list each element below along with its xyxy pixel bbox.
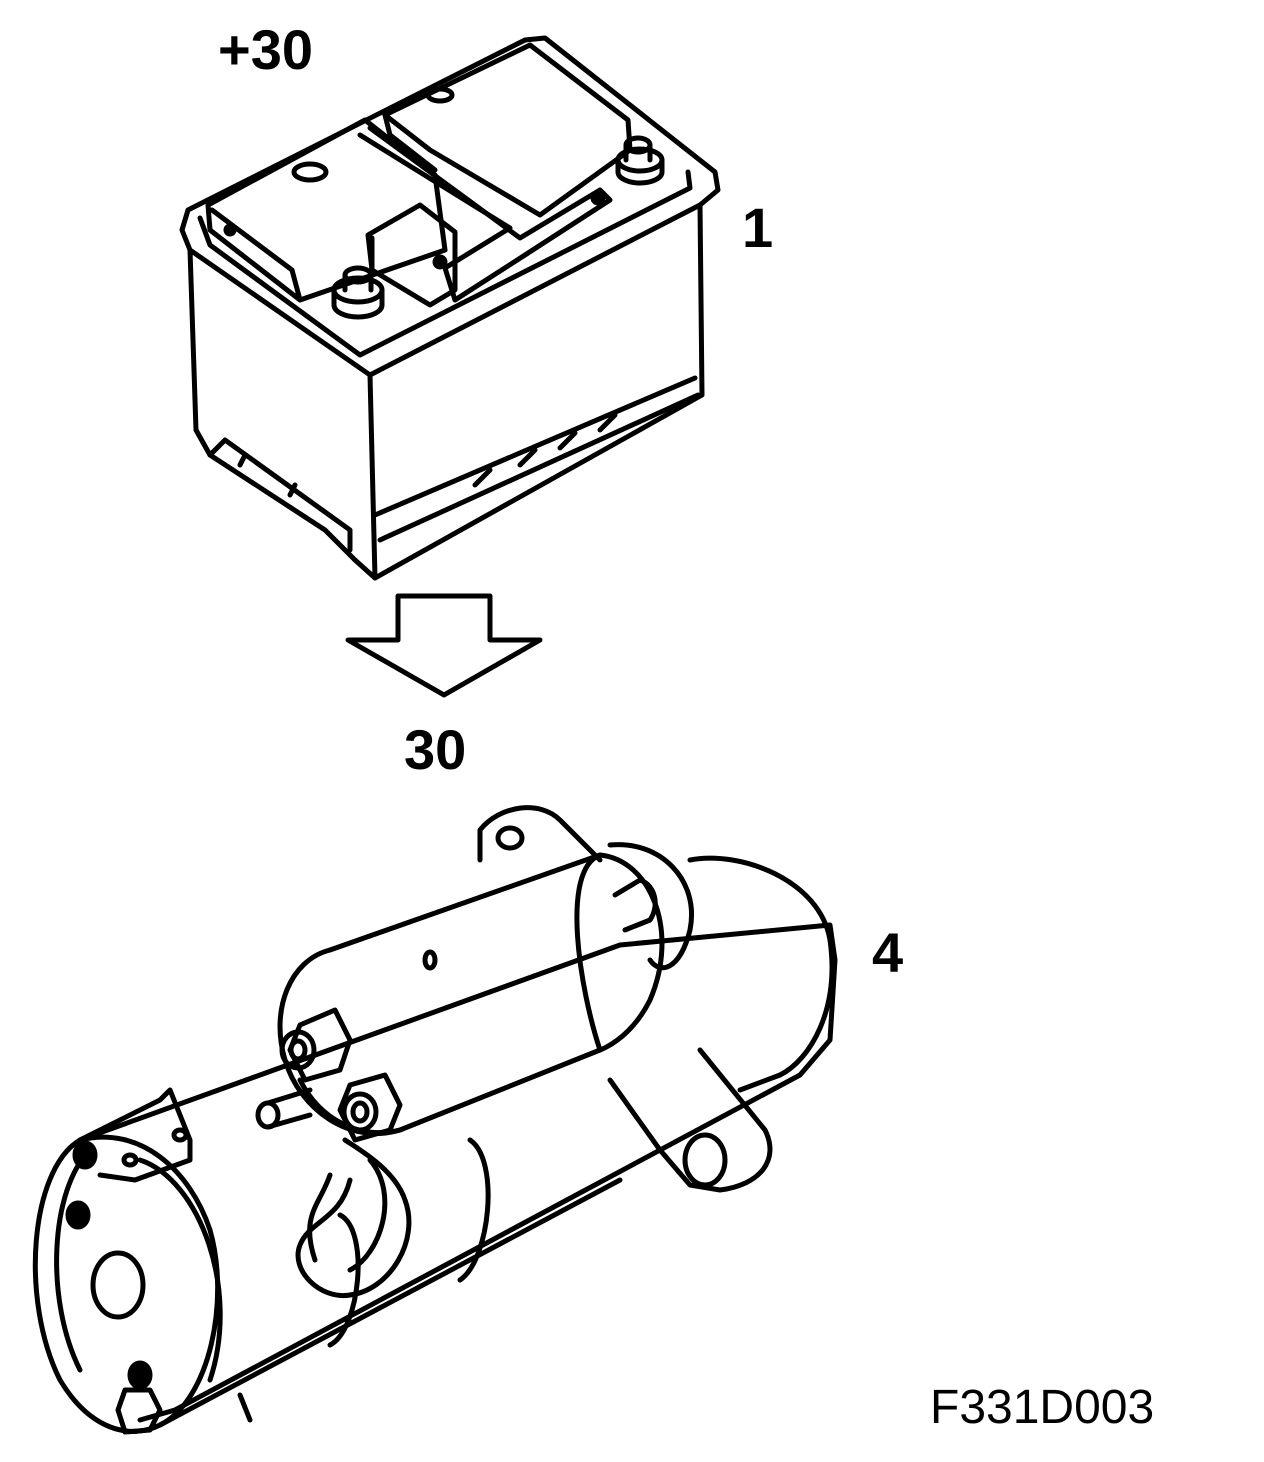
battery-illustration [179, 35, 721, 581]
starter-drive-housing [687, 855, 835, 1078]
battery-lid-rim [197, 169, 693, 358]
starter-terminal-30 [279, 1007, 353, 1083]
figure-code-label: F331D003 [930, 1381, 1155, 1434]
battery-number-label: 1 [742, 196, 774, 259]
starter-terminal-50 [337, 1072, 403, 1143]
starter-end-bolt [65, 1140, 163, 1435]
battery-top-panel-left [205, 117, 448, 303]
starter-motor-illustration [32, 805, 838, 1435]
starter-field-cable [295, 1137, 412, 1298]
battery-lid-front-edge [187, 202, 703, 378]
starter-motor-body [77, 922, 838, 1423]
battery-terminal-left [331, 265, 385, 320]
battery-base-ribs [207, 375, 701, 553]
starter-terminal-label: 30 [404, 718, 467, 781]
down-arrow [345, 593, 543, 698]
starter-shaft-opening [90, 1250, 146, 1320]
starter-mounting-flange [607, 1047, 773, 1193]
starter-solenoid-plunger [612, 877, 658, 933]
battery-handle [357, 125, 613, 303]
battery-terminal-label: +30 [218, 18, 313, 81]
battery-top-panel-right [382, 42, 633, 218]
starter-small-stud [255, 1087, 313, 1130]
battery-vent-cap [425, 86, 455, 104]
starter-rear-bracket [77, 1087, 193, 1183]
battery-outline [179, 35, 721, 581]
starter-number-label: 4 [872, 921, 904, 984]
starter-mount-hole [682, 1132, 728, 1188]
battery-vent-cap [291, 161, 329, 183]
starter-mounting-ear [477, 805, 603, 863]
battery-terminal-right [615, 135, 665, 186]
